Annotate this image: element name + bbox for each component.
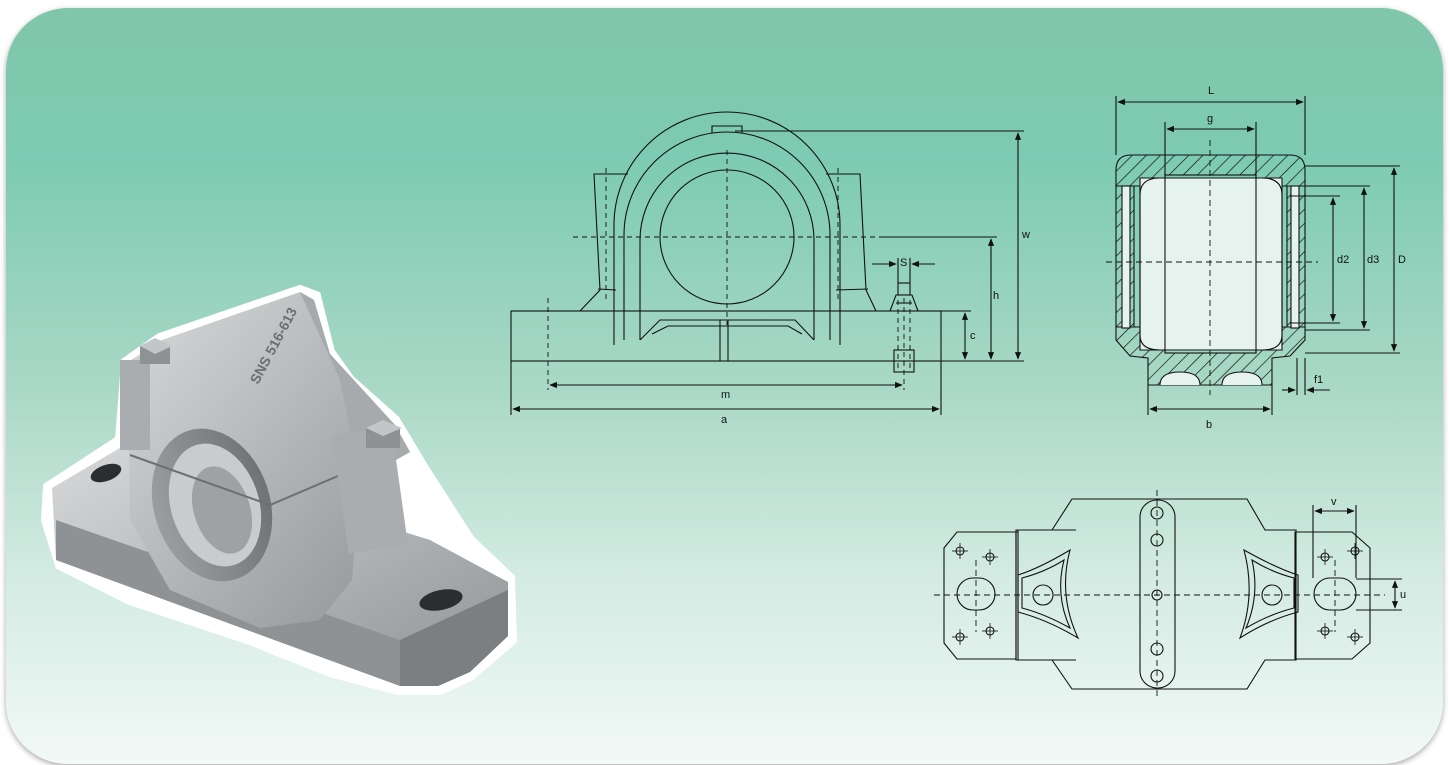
front-bolt	[889, 282, 919, 373]
bolt-left	[140, 338, 172, 364]
top-base-right	[1294, 531, 1371, 660]
dim-label-f1: f1	[1314, 374, 1323, 386]
top-view-drawing	[934, 490, 1402, 700]
dim-label-u: u	[1400, 589, 1406, 601]
top-view-labels: v u	[1331, 496, 1406, 601]
side-view-labels: L g d2 d3 D f1 b	[1206, 85, 1406, 431]
dim-label-m: m	[721, 389, 730, 401]
top-housing-body	[1015, 498, 1297, 690]
housing-photo: SNS 516-613	[40, 284, 518, 695]
dim-label-a: a	[721, 414, 728, 426]
front-view-labels: S w h c m a	[721, 229, 1030, 426]
bolt-right	[366, 420, 402, 448]
dim-label-b: b	[1206, 419, 1212, 431]
dim-label-w: w	[1021, 229, 1030, 241]
dim-label-g: g	[1207, 113, 1213, 125]
dim-label-s: S	[900, 257, 907, 269]
dim-label-h: h	[993, 290, 999, 302]
dim-label-c: c	[970, 330, 976, 342]
front-housing-outline	[613, 111, 841, 345]
dim-label-L: L	[1208, 85, 1214, 97]
front-base-plate	[510, 310, 942, 362]
top-cap-bar	[1139, 499, 1176, 689]
side-section-drawing	[1106, 96, 1400, 415]
dim-label-d2: d2	[1337, 254, 1349, 266]
dim-label-D: D	[1398, 254, 1406, 266]
dim-label-v: v	[1331, 496, 1337, 508]
dim-label-d3: d3	[1367, 254, 1379, 266]
front-view-drawing	[510, 111, 1024, 415]
